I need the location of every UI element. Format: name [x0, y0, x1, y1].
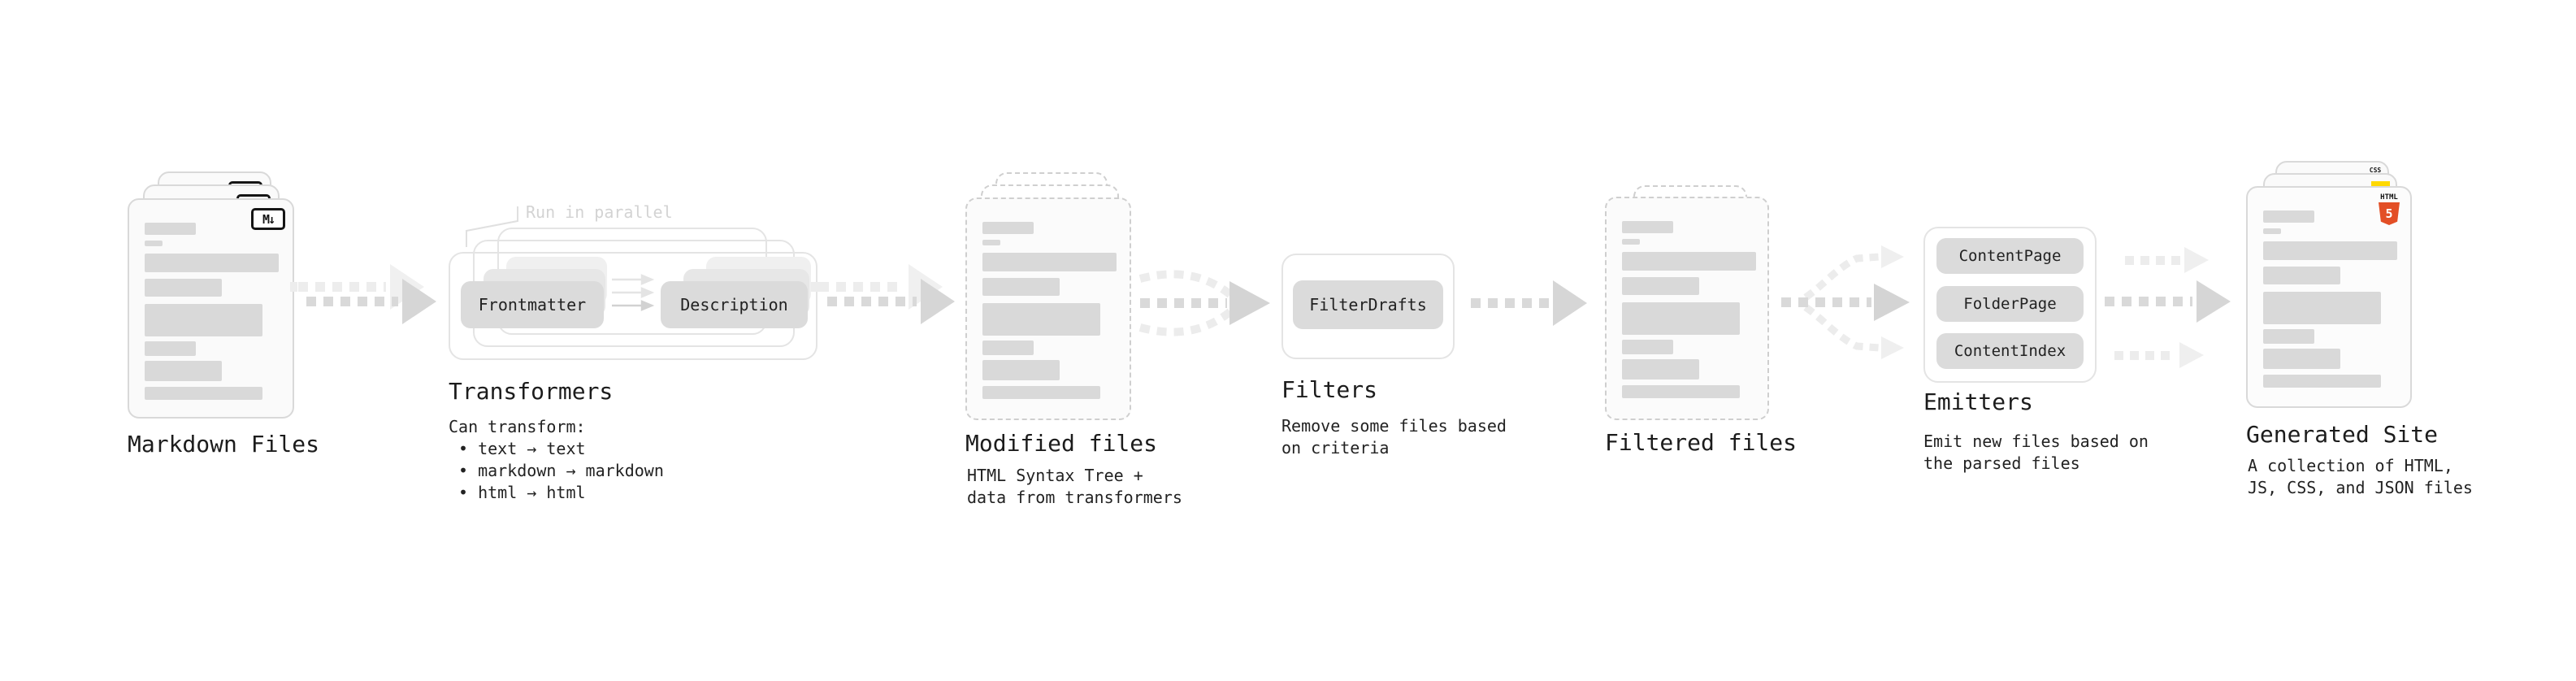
note-leader-line	[466, 206, 518, 247]
arrow-modified-to-filters	[1138, 270, 1270, 336]
transformer-description-box: Description	[661, 281, 808, 328]
emitter-folderpage-box: FolderPage	[1936, 286, 2084, 322]
arrow-filtered-to-emitters	[1781, 245, 1910, 359]
desc-bullet: • markdown → markdown	[458, 461, 664, 480]
skeleton-line	[1622, 359, 1699, 380]
modified-files-label: Modified files	[965, 430, 1158, 457]
modified-file-card-front	[965, 197, 1131, 420]
arrow-emitter-top	[2125, 247, 2209, 273]
skeleton-line	[1622, 239, 1640, 245]
skeleton-line	[982, 278, 1060, 296]
skeleton-line	[1622, 252, 1756, 271]
skeleton-line	[2263, 292, 2381, 324]
transformers-label: Transformers	[449, 378, 614, 405]
skeleton-line	[1622, 340, 1673, 354]
arrow-emitter-bottom	[2114, 342, 2204, 368]
emitters-label: Emitters	[1923, 388, 2033, 415]
desc-line: Remove some files based	[1281, 416, 1507, 436]
desc-line: data from transformers	[967, 488, 1182, 507]
skeleton-line	[2263, 375, 2381, 388]
skeleton-line	[982, 340, 1034, 355]
desc-line: on criteria	[1281, 438, 1390, 458]
filters-description: Remove some files based on criteria	[1281, 415, 1507, 459]
emitters-description: Emit new files based on the parsed files	[1923, 431, 2149, 475]
skeleton-line	[2263, 210, 2314, 223]
html5-icon: HTML 5	[2377, 193, 2401, 225]
skeleton-line	[145, 254, 279, 272]
transformer-frontmatter-box: Frontmatter	[461, 281, 604, 328]
skeleton-line	[2263, 349, 2340, 369]
skeleton-line	[145, 387, 262, 400]
markdown-files-label: Markdown Files	[128, 431, 320, 458]
markdown-file-card-front: M↓	[128, 198, 294, 419]
transformers-description: Can transform: • text → text • markdown …	[449, 416, 664, 504]
site-file-card-front: HTML 5	[2246, 186, 2412, 408]
markdown-icon: M↓	[251, 208, 285, 230]
desc-line: Emit new files based on	[1923, 432, 2149, 451]
desc-line: Can transform:	[449, 417, 586, 436]
arrow-emitters-to-site	[2105, 280, 2231, 323]
css-label: CSS	[2369, 167, 2382, 174]
skeleton-line	[1622, 221, 1673, 233]
skeleton-line	[1622, 385, 1740, 398]
html5-shield: 5	[2379, 202, 2400, 225]
skeleton-line	[982, 222, 1034, 234]
skeleton-line	[982, 360, 1060, 380]
filtered-files-label: Filtered files	[1605, 429, 1798, 456]
desc-line: the parsed files	[1923, 453, 2080, 473]
transformers-frame-front	[449, 252, 817, 360]
skeleton-line	[982, 386, 1100, 399]
emitter-contentindex-box: ContentIndex	[1936, 333, 2084, 369]
skeleton-line	[2263, 228, 2281, 234]
skeleton-line	[1622, 277, 1699, 295]
emitter-contentpage-box: ContentPage	[1936, 238, 2084, 274]
arrow-markdown-to-transformers	[306, 279, 436, 324]
skeleton-line	[145, 361, 222, 381]
skeleton-line	[145, 223, 196, 235]
skeleton-line	[145, 241, 163, 246]
skeleton-line	[1622, 302, 1740, 335]
arrow-filters-to-filtered	[1471, 280, 1587, 326]
parallel-arrows-icon	[612, 274, 655, 311]
skeleton-line	[2263, 267, 2340, 284]
skeleton-line	[145, 341, 196, 356]
skeleton-line	[145, 279, 222, 297]
desc-bullet: • text → text	[458, 439, 586, 458]
html5-word: HTML	[2380, 193, 2398, 202]
filter-drafts-box: FilterDrafts	[1293, 280, 1443, 329]
desc-line: HTML Syntax Tree +	[967, 466, 1143, 485]
skeleton-line	[982, 303, 1100, 336]
desc-line: JS, CSS, and JSON files	[2248, 478, 2473, 497]
arrow-transformers-to-modified	[827, 279, 955, 324]
skeleton-line	[2263, 241, 2397, 260]
skeleton-line	[982, 240, 1000, 245]
generated-site-label: Generated Site	[2246, 421, 2439, 448]
run-in-parallel-note: Run in parallel	[526, 202, 673, 222]
filters-label: Filters	[1281, 376, 1378, 403]
skeleton-line	[2263, 329, 2314, 344]
generated-site-description: A collection of HTML, JS, CSS, and JSON …	[2248, 455, 2473, 499]
filtered-file-card-front	[1605, 197, 1769, 420]
desc-bullet: • html → html	[458, 483, 586, 502]
desc-line: A collection of HTML,	[2248, 456, 2453, 475]
skeleton-line	[145, 304, 262, 336]
skeleton-line	[982, 253, 1117, 271]
modified-files-description: HTML Syntax Tree + data from transformer…	[967, 465, 1182, 509]
